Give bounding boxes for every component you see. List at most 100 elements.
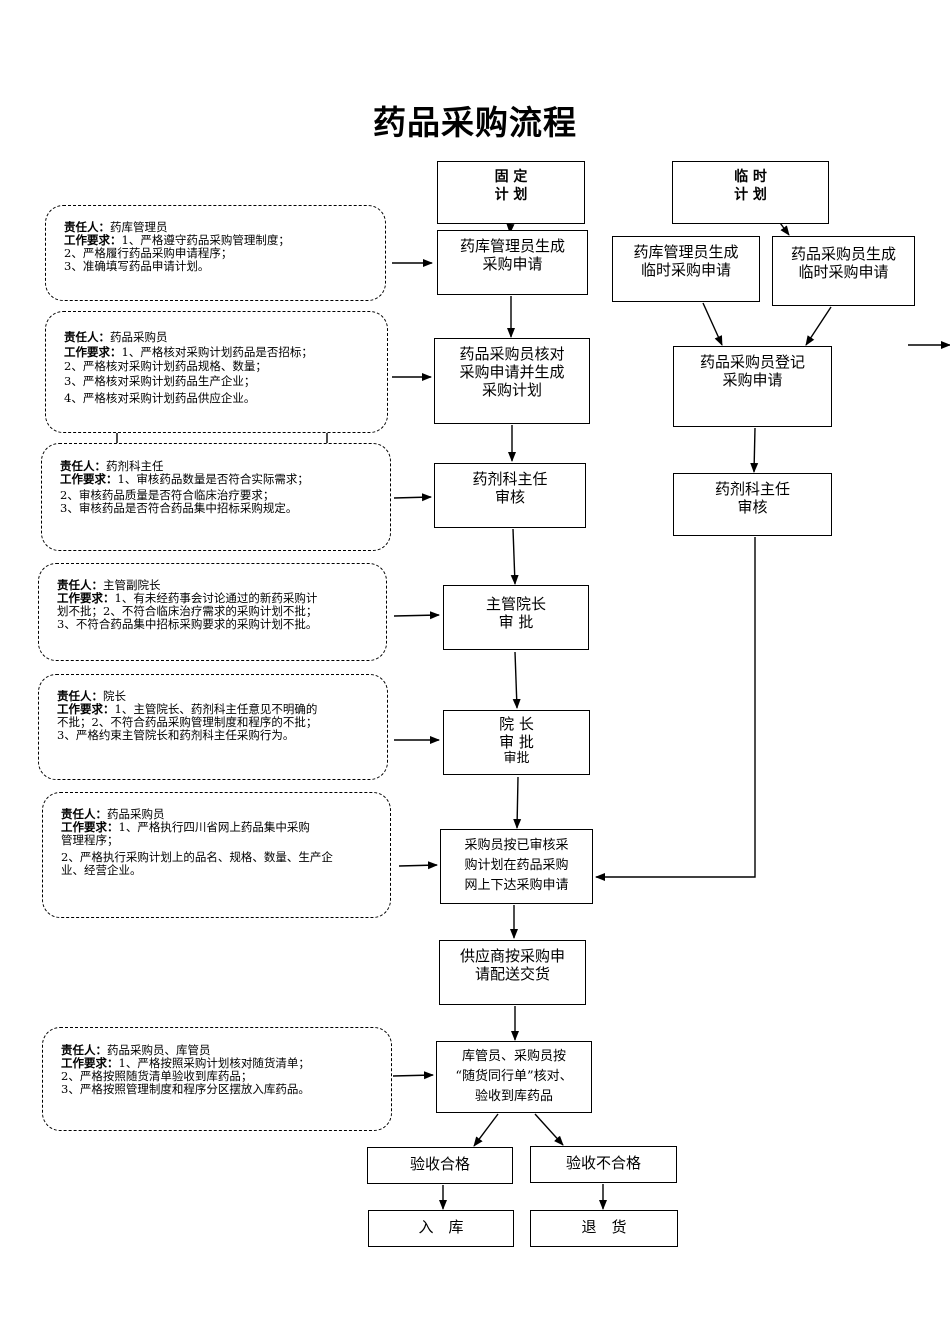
requirement-label: 工作要求： xyxy=(57,702,115,716)
note-director: 责任人：药剂科主任 工作要求：1、审核药品数量是否符合实际需求； 2、审核药品质… xyxy=(41,443,391,551)
box-line: 网上下达采购申请 xyxy=(464,878,569,893)
note-line: 4、严格核对采购计划药品供应企业。 xyxy=(64,391,256,405)
box-line: 入 库 xyxy=(418,1218,464,1236)
note-line: 不批；2、不符合药品采购管理制度和程序的不批； xyxy=(57,715,318,729)
box-line: 药库管理员生成 xyxy=(633,243,739,261)
box-line: 审核 xyxy=(737,498,768,516)
step-buyer-check: 药品采购员核对 采购申请并生成 采购计划 xyxy=(434,338,590,424)
box-line: 主管院长 xyxy=(485,595,546,613)
box-line: 临 时 xyxy=(734,169,767,185)
note-line: 2、严格履行药品采购申请程序； xyxy=(64,246,233,260)
note-buyer-check: 责任人：药品采购员 工作要求：1、严格核对采购计划药品是否招标； 2、严格核对采… xyxy=(45,311,388,433)
person-value: 药库管理员 xyxy=(110,220,168,234)
step-supplier-delivery: 供应商按采购申 请配送交货 xyxy=(439,940,586,1005)
box-line: 采购申请并生成 xyxy=(459,363,565,381)
box-line: 审核 xyxy=(494,488,525,506)
note-president: 责任人：院长 工作要求：1、主管院长、药剂科主任意见不明确的 不批；2、不符合药… xyxy=(38,674,388,780)
box-line: 验收不合格 xyxy=(565,1154,641,1172)
box-line: 院 长 xyxy=(499,715,534,733)
note-line: 3、准确填写药品申请计划。 xyxy=(64,259,210,273)
note-line: 3、严格约束主管院长和药剂科主任采购行为。 xyxy=(57,728,295,742)
note-line: 3、不符合药品集中招标采购要求的采购计划不批。 xyxy=(57,617,318,631)
note-line: 2、严格按照随货清单验收到库药品； xyxy=(61,1069,253,1083)
box-line: 药剂科主任 xyxy=(472,470,548,488)
person-label: 责任人： xyxy=(61,807,107,821)
temp-keeper-request: 药库管理员生成 临时采购申请 xyxy=(612,236,760,302)
arrow-note-7 xyxy=(392,1071,434,1080)
requirement-label: 工作要求： xyxy=(64,233,122,247)
box-line: 药库管理员生成 xyxy=(459,237,565,255)
requirement-value: 1、有未经药事会讨论通过的新药采购计 xyxy=(114,591,318,605)
temporary-plan-box: 临 时 计 划 xyxy=(672,161,829,224)
note-buyer-online: 责任人：药品采购员 工作要求：1、严格执行四川省网上药品集中采购 管理程序； 2… xyxy=(42,792,391,918)
note-line: 3、严格按照管理制度和程序分区摆放入库药品。 xyxy=(61,1082,310,1096)
arrow-main-3 xyxy=(510,528,519,585)
box-line: 药品采购员核对 xyxy=(459,345,565,363)
step-inspection: 库管员、采购员按 “随货同行单”核对、 验收到库药品 xyxy=(436,1041,592,1113)
requirement-label: 工作要求： xyxy=(61,820,119,834)
requirement-value: 1、严格执行四川省网上药品集中采购 xyxy=(118,820,310,834)
note-line: 业、经营企业。 xyxy=(61,863,142,877)
note-line: 3、严格核对采购计划药品生产企业； xyxy=(64,373,256,388)
requirement-value: 1、严格核对采购计划药品是否招标； xyxy=(121,344,313,359)
note-keeper: 责任人：药库管理员 工作要求：1、严格遵守药品采购管理制度； 2、严格履行药品采… xyxy=(45,205,386,301)
box-line: 验收到库药品 xyxy=(474,1089,553,1104)
box-line: 供应商按采购申 xyxy=(459,947,565,965)
step-vice-president-approval: 主管院长 审 批 xyxy=(443,585,589,650)
box-line: 请配送交货 xyxy=(474,965,550,983)
fixed-plan-box: 固 定 计 划 xyxy=(437,161,585,224)
box-line: 临时采购申请 xyxy=(640,261,731,279)
note-line: 2、严格执行采购计划上的品名、规格、数量、生产企 xyxy=(61,850,333,864)
box-line: 审 批 xyxy=(499,733,534,751)
box-line: 临时采购申请 xyxy=(798,263,889,281)
box-line: 药剂科主任 xyxy=(714,480,790,498)
person-value: 药品采购员、库管员 xyxy=(107,1043,211,1057)
arrow-temp-keeper xyxy=(702,302,723,346)
requirement-label: 工作要求： xyxy=(60,472,118,486)
person-label: 责任人： xyxy=(57,578,103,592)
box-line: 药品采购员登记 xyxy=(699,353,805,371)
requirement-value: 1、主管院长、药剂科主任意见不明确的 xyxy=(114,702,318,716)
note-line: 3、审核药品是否符合药品集中招标采购规定。 xyxy=(60,501,298,515)
step-president-approval: 院 长 审 批 审批 xyxy=(443,710,590,775)
person-value: 药品采购员 xyxy=(107,807,165,821)
box-line: 药品采购员生成 xyxy=(790,245,896,263)
requirement-value: 1、严格按照采购计划核对随货清单； xyxy=(118,1056,310,1070)
temp-buyer-request: 药品采购员生成 临时采购申请 xyxy=(772,236,915,306)
person-label: 责任人： xyxy=(60,459,106,473)
arrow-temp-to-purchase xyxy=(595,537,756,881)
box-line: 库管员、采购员按 xyxy=(461,1049,566,1064)
box-line: 审批 xyxy=(503,751,530,766)
box-line: 退 货 xyxy=(581,1218,627,1236)
requirement-label: 工作要求： xyxy=(64,344,122,359)
person-value: 药品采购员 xyxy=(110,330,168,344)
temp-buyer-register: 药品采购员登记 采购申请 xyxy=(673,346,832,427)
requirement-value: 1、审核药品数量是否符合实际需求； xyxy=(117,472,309,486)
arrow-note-4 xyxy=(393,611,440,620)
page-title: 药品采购流程 xyxy=(373,103,577,142)
box-line: 计 划 xyxy=(734,187,767,203)
note-line: 划不批；2、不符合临床治疗需求的采购计划不批； xyxy=(57,604,318,618)
person-value: 药剂科主任 xyxy=(106,459,164,473)
arrow-to-fail xyxy=(534,1113,564,1146)
person-value: 主管副院长 xyxy=(103,578,161,592)
step-director-review: 药剂科主任 审核 xyxy=(434,463,586,528)
note-vice-president: 责任人：主管副院长 工作要求：1、有未经药事会讨论通过的新药采购计 划不批；2、… xyxy=(38,563,387,661)
box-line: 固 定 xyxy=(494,169,528,185)
person-label: 责任人： xyxy=(64,330,110,344)
arrow-temp-register xyxy=(750,427,759,473)
return-goods-box: 退 货 xyxy=(530,1210,678,1247)
box-line: 采购员按已审核采 xyxy=(464,838,569,853)
box-line: 采购申请 xyxy=(482,255,543,273)
note-line: 2、严格核对采购计划药品规格、数量； xyxy=(64,359,267,373)
box-line: 验收合格 xyxy=(409,1155,470,1173)
requirement-label: 工作要求： xyxy=(57,591,115,605)
note-line: 2、审核药品质量是否符合临床治疗要求； xyxy=(60,488,275,502)
person-label: 责任人： xyxy=(57,689,103,703)
note-line: 管理程序； xyxy=(61,833,119,847)
stock-in-box: 入 库 xyxy=(368,1210,514,1247)
arrow-temp-buyer xyxy=(805,306,832,346)
box-line: 计 划 xyxy=(494,187,528,203)
